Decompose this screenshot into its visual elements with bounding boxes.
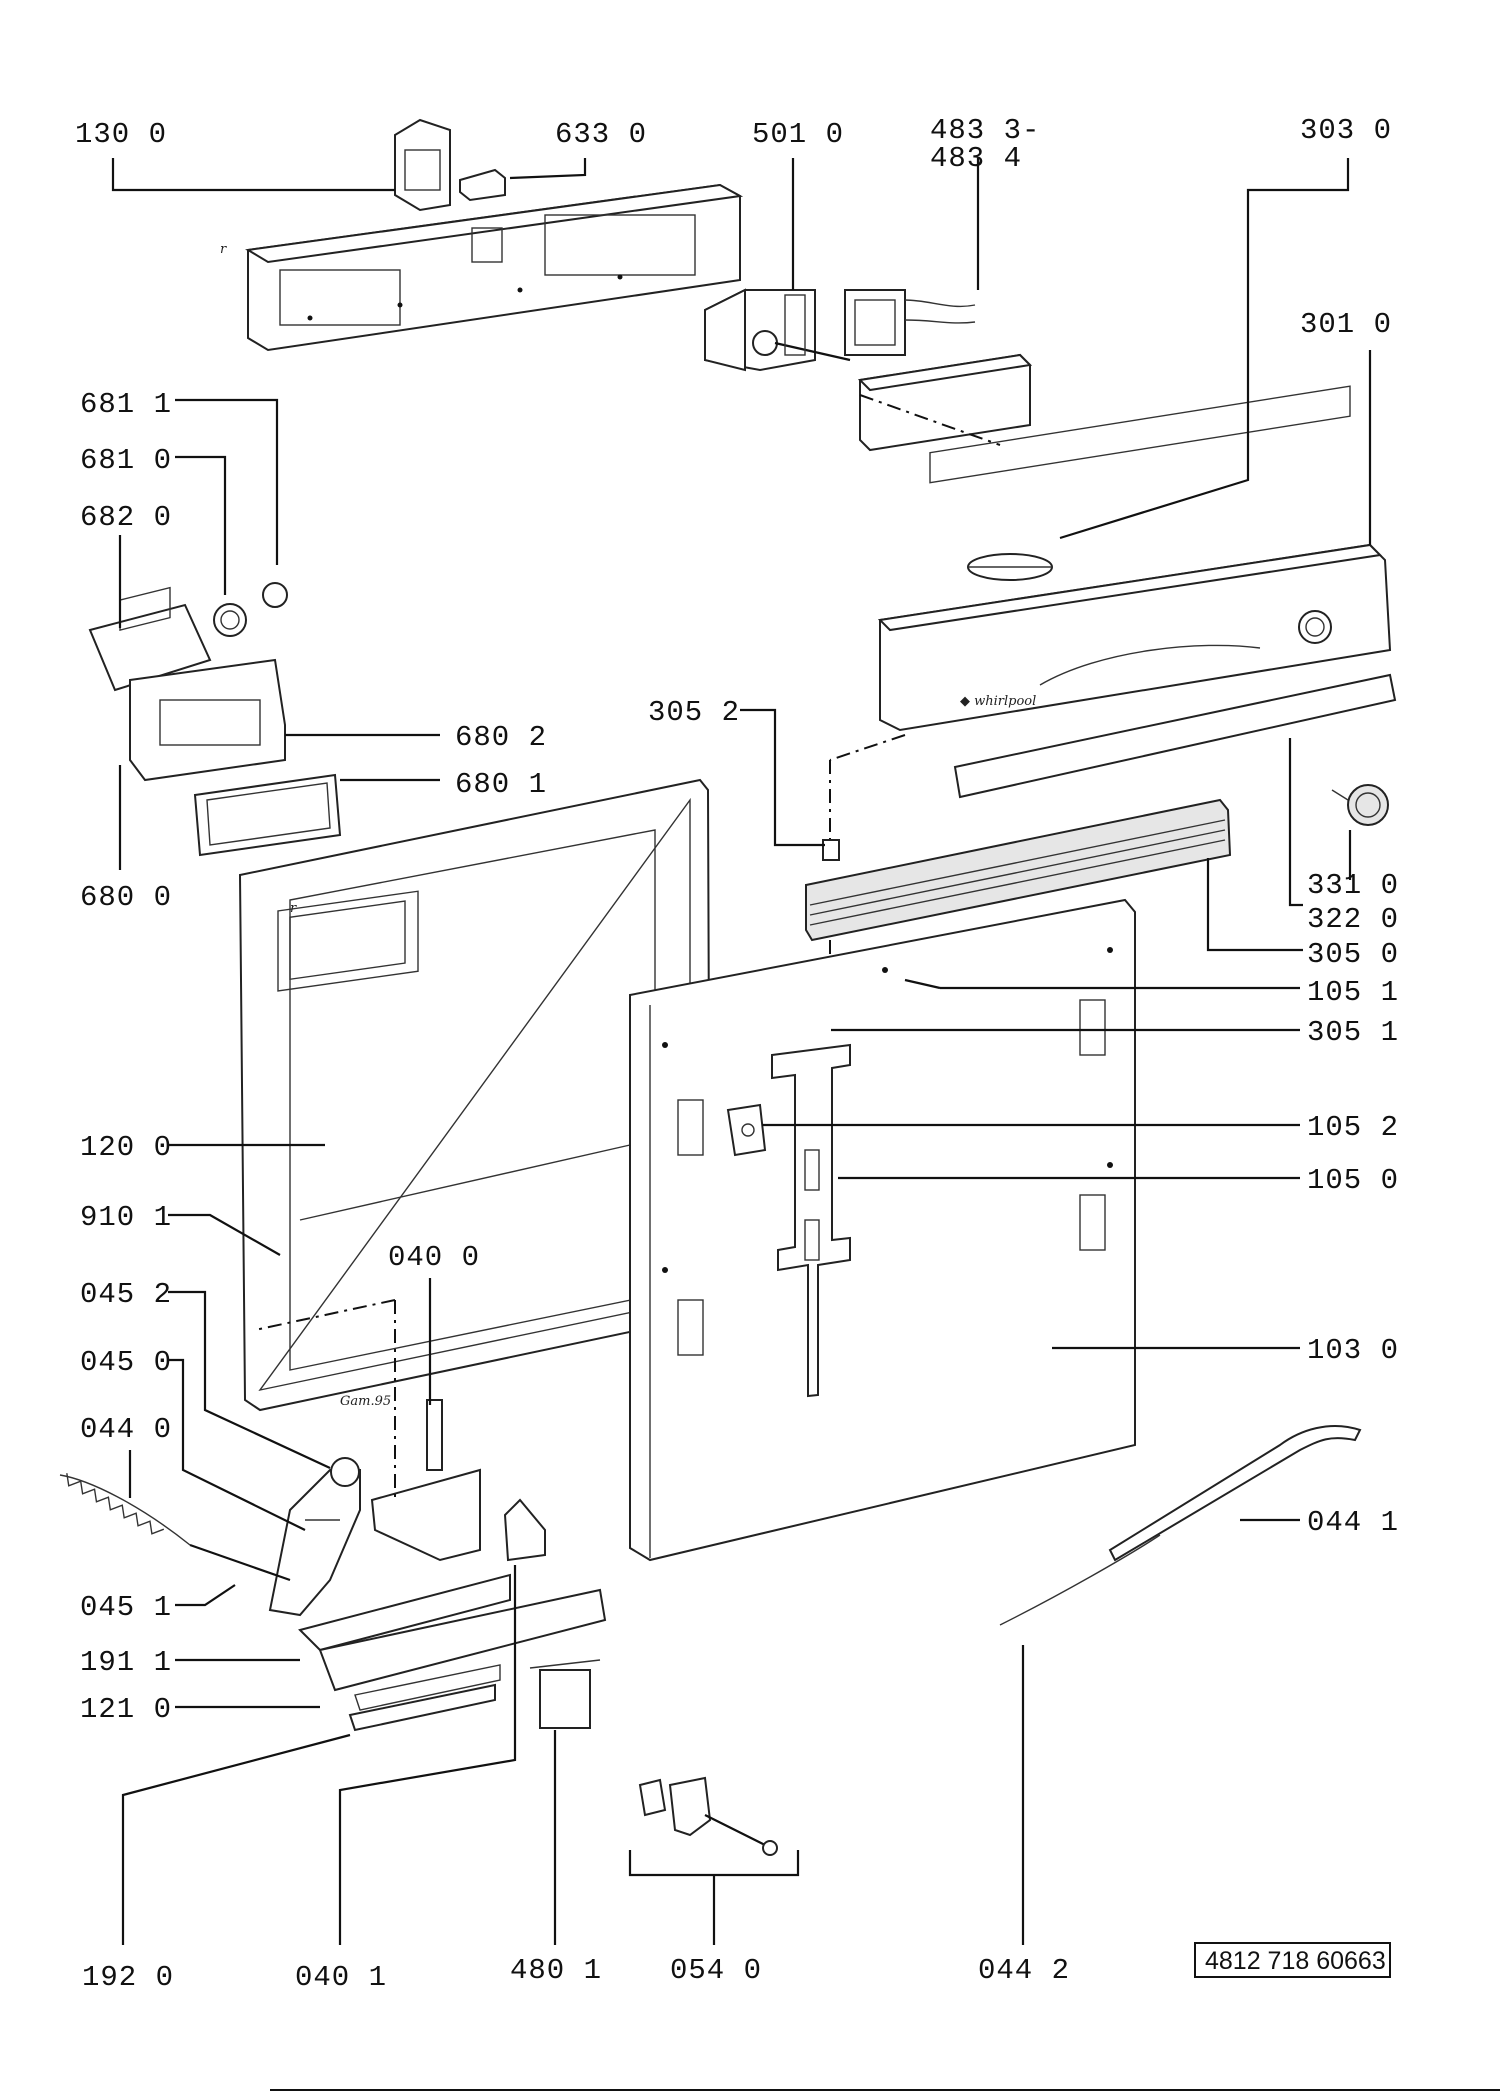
label-120-0: 120 0 bbox=[80, 1131, 172, 1164]
label-044-2: 044 2 bbox=[978, 1954, 1070, 1987]
knob-331 bbox=[1331, 784, 1389, 826]
label-105-0: 105 0 bbox=[1307, 1164, 1399, 1197]
leader-lines bbox=[111, 158, 1372, 1945]
dispenser-gasket-680-1 bbox=[193, 773, 342, 857]
label-480-1: 480 1 bbox=[510, 1954, 602, 1987]
svg-text:Gam.95: Gam.95 bbox=[340, 1394, 391, 1409]
label-045-1: 045 1 bbox=[80, 1591, 172, 1624]
label-191-1: 191 1 bbox=[80, 1646, 172, 1679]
label-322-0: 322 0 bbox=[1307, 903, 1399, 936]
label-121-0: 121 0 bbox=[80, 1693, 172, 1726]
label-301-0: 301 0 bbox=[1300, 308, 1392, 341]
label-633-0: 633 0 bbox=[555, 118, 647, 151]
inner-door-panel-120: Gam.95 r bbox=[238, 778, 712, 1412]
svg-text:r: r bbox=[290, 901, 297, 916]
timer-mount-bracket bbox=[857, 353, 1033, 452]
label-130-0: 130 0 bbox=[75, 118, 167, 151]
top-support-rail: r bbox=[220, 183, 744, 352]
label-305-1: 305 1 bbox=[1307, 1016, 1399, 1049]
bottom-rail-191 bbox=[298, 1573, 607, 1732]
label-483-3: 483 3- bbox=[930, 114, 1040, 147]
label-103-0: 103 0 bbox=[1307, 1334, 1399, 1367]
svg-text:◆ whirlpool: ◆ whirlpool bbox=[960, 694, 1036, 709]
label-305-0: 305 0 bbox=[1307, 938, 1399, 971]
bracket-part-130 bbox=[394, 118, 451, 212]
clip-part-633 bbox=[459, 168, 506, 202]
door-lock-054 bbox=[638, 1776, 778, 1856]
label-680-0: 680 0 bbox=[80, 881, 172, 914]
timer-unit-501 bbox=[704, 288, 851, 372]
label-044-0: 044 0 bbox=[80, 1413, 172, 1446]
label-040-0: 040 0 bbox=[388, 1241, 480, 1274]
label-682-0: 682 0 bbox=[80, 501, 172, 534]
svg-text:r: r bbox=[220, 242, 227, 257]
label-054-0: 054 0 bbox=[670, 1954, 762, 1987]
foot-480 bbox=[529, 1659, 601, 1729]
label-040-1: 040 1 bbox=[295, 1961, 387, 1994]
outer-door-panel-103 bbox=[629, 898, 1136, 1562]
fascia-clip-303 bbox=[967, 553, 1053, 581]
label-680-1: 680 1 bbox=[455, 768, 547, 801]
label-044-1: 044 1 bbox=[1307, 1506, 1399, 1539]
label-305-2: 305 2 bbox=[648, 696, 740, 729]
label-681-1: 681 1 bbox=[80, 388, 172, 421]
hinge-bracket-040 bbox=[254, 1299, 546, 1562]
label-680-2: 680 2 bbox=[455, 721, 547, 754]
hinge-spring-044 bbox=[59, 1473, 291, 1582]
label-910-1: 910 1 bbox=[80, 1201, 172, 1234]
hinge-lever-045 bbox=[268, 1457, 361, 1617]
label-303-0: 303 0 bbox=[1300, 114, 1392, 147]
document-number: 4812 718 60663 bbox=[1205, 1947, 1386, 1975]
connector-block-483 bbox=[844, 289, 976, 356]
door-latch-plate-105 bbox=[726, 978, 941, 1398]
label-105-1: 105 1 bbox=[1307, 976, 1399, 1009]
panel-frame-305 bbox=[805, 734, 1232, 1030]
label-483-4: 483 4 bbox=[930, 142, 1022, 175]
label-192-0: 192 0 bbox=[82, 1961, 174, 1994]
part-labels: 130 0 633 0 501 0 483 3- 483 4 303 0 301… bbox=[75, 114, 1399, 1994]
label-501-0: 501 0 bbox=[752, 118, 844, 151]
label-045-2: 045 2 bbox=[80, 1278, 172, 1311]
control-panel-fascia: ◆ whirlpool bbox=[877, 385, 1392, 732]
label-681-0: 681 0 bbox=[80, 444, 172, 477]
trim-strip-322 bbox=[953, 673, 1397, 799]
label-105-2: 105 2 bbox=[1307, 1111, 1399, 1144]
hinge-spring-044-right bbox=[999, 1424, 1362, 1626]
label-331-0: 331 0 bbox=[1307, 869, 1399, 902]
label-045-0: 045 0 bbox=[80, 1346, 172, 1379]
document-number-box: 4812 718 60663 bbox=[1194, 1942, 1391, 1978]
